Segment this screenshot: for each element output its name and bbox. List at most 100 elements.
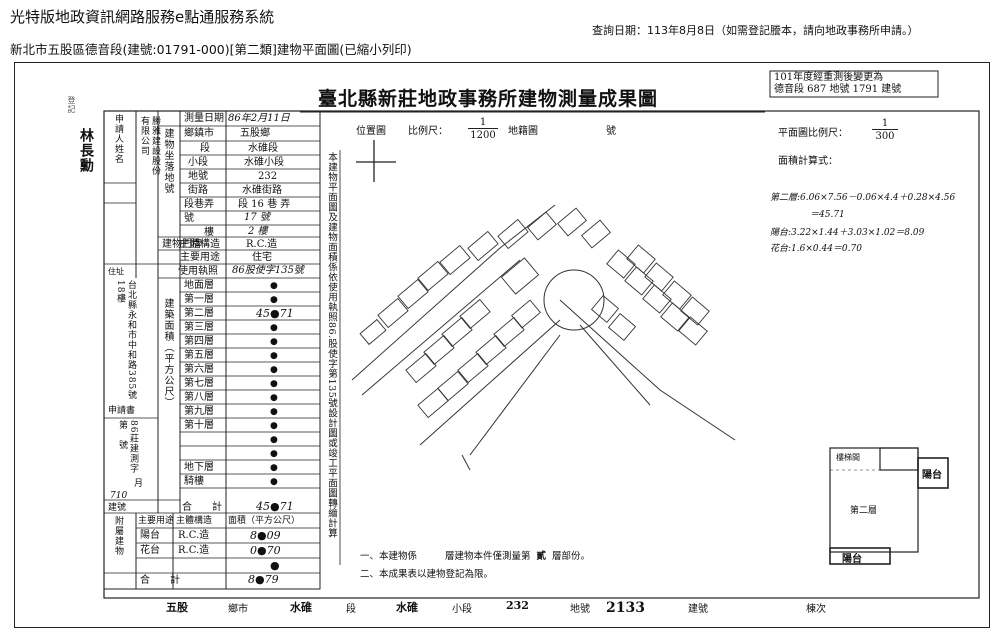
attached-usage: 陽台 xyxy=(140,530,160,541)
footer-landno-2: 2133 xyxy=(606,600,645,616)
total-value: 45●71 xyxy=(256,500,294,513)
floor-area-value: 45●71 xyxy=(256,307,294,320)
floor-plan-scale-num: 1 xyxy=(872,118,898,130)
attached-label: 附屬建物 xyxy=(113,516,123,556)
attached-header-area: 面積（平方公尺） xyxy=(228,516,301,526)
section-label: 段 xyxy=(200,143,210,154)
permit-value: 86股使字135號 xyxy=(232,265,304,276)
floor-area-value: ● xyxy=(270,281,278,291)
floor-name: 第一層 xyxy=(184,294,214,305)
township-value: 五股鄉 xyxy=(240,128,270,139)
attached-total-label: 合 計 xyxy=(140,575,180,586)
floor-name: 第二層 xyxy=(184,308,214,319)
attached-area: 8●09 xyxy=(250,529,281,542)
floor-name: 第十層 xyxy=(184,420,214,431)
fp-balcony-1: 陽台 xyxy=(922,470,942,481)
footer-build-label: 建號 xyxy=(688,604,708,615)
footer-subsection-label: 小段 xyxy=(452,604,472,615)
address-label: 住址 xyxy=(108,267,124,276)
total-label: 合 計 xyxy=(182,502,222,513)
number-label: 號 xyxy=(184,213,194,224)
floor-area-value: ● xyxy=(270,435,278,445)
street-label: 街路 xyxy=(188,185,208,196)
note-2: 二、本成果表以建物登記為限。 xyxy=(360,569,494,580)
floor-name: 第八層 xyxy=(184,392,214,403)
applicant-label: 申請人姓名 xyxy=(113,114,123,164)
landno-label: 地號 xyxy=(188,171,208,182)
fp-stairs-label: 樓梯間 xyxy=(836,453,860,462)
calc-line-3: 陽台:3.22×1.44＋3.03×1.02＝8.09 xyxy=(770,228,925,238)
floor-area-value: ● xyxy=(270,337,278,347)
note-1-d: 層部份。 xyxy=(552,551,591,562)
top-note-line2: 德音段 687 地號 1791 建號 xyxy=(774,84,902,95)
note-1-a: 一、本建物係 xyxy=(360,551,418,562)
floor-area-value: ● xyxy=(270,463,278,473)
survey-frame xyxy=(14,62,990,628)
floor-name: 第七層 xyxy=(184,378,214,389)
floor-area-value: ● xyxy=(270,323,278,333)
floor-name: 第四層 xyxy=(184,336,214,347)
side-stamp: 登記 xyxy=(67,96,76,114)
parcel-map-label: 地籍圖 xyxy=(508,126,538,137)
applicant-value: 勝雅建設股份有限公司 xyxy=(139,116,160,176)
query-date: 查詢日期：113年8月8日（如需登記謄本，請向地政事務所申請。） xyxy=(592,24,919,37)
usage-value: 住宅 xyxy=(252,252,272,263)
note-1-c: 貳 xyxy=(536,551,547,562)
floor-area-value: ● xyxy=(270,421,278,431)
floor-area-value: ● xyxy=(270,449,278,459)
vertical-note: 本建物平面圖及建物面積係依使用執照86.股使字第135號設計圖或竣工平面圖轉繪計… xyxy=(326,152,337,539)
floor-name: 地面層 xyxy=(184,280,214,291)
floor-name: 第六層 xyxy=(184,364,214,375)
subsection-value: 水碓小段 xyxy=(244,157,284,168)
floor-area-value: ● xyxy=(270,351,278,361)
floor-name: 第五層 xyxy=(184,350,214,361)
attached-header-struct: 主體構造 xyxy=(176,516,213,526)
survey-date-label: 測量日期 xyxy=(184,113,224,124)
side-name-label: 林長勳 xyxy=(78,128,94,173)
lane-value: 段 16 巷 弄 xyxy=(238,199,291,210)
build-no-label: 建號 xyxy=(108,503,127,513)
attached-area: ● xyxy=(270,559,280,572)
street-value: 水碓街路 xyxy=(242,185,282,196)
footer-unit-label: 棟次 xyxy=(806,604,826,615)
lane-label: 段巷弄 xyxy=(184,199,214,210)
structure-value: R.C.造 xyxy=(246,239,278,250)
note-1-b: 層建物本件僅測量第 xyxy=(445,551,531,562)
month-label: 月 xyxy=(134,479,144,489)
floor-label: 樓 xyxy=(204,227,214,238)
footer-section-label: 段 xyxy=(346,604,356,615)
location-scale-den: 1200 xyxy=(470,130,496,141)
area-group-label: 建築面積（平方公尺） xyxy=(162,298,173,408)
parcel-no-label: 號 xyxy=(606,126,616,137)
fp-floor-label: 第二層 xyxy=(850,506,878,516)
attached-total-value: 8●79 xyxy=(248,573,279,586)
note-1: 一、本建物係 層建物本件僅測量第貳層部份。 xyxy=(360,548,590,562)
app-no-label: 申請書 xyxy=(108,406,136,416)
footer-landno-value: 232 xyxy=(506,599,529,612)
building-land-label: 建物坐落地號 xyxy=(162,128,173,194)
township-label: 鄉鎮市 xyxy=(184,128,214,139)
attached-header-usage: 主要用途 xyxy=(138,516,175,526)
calc-line-4: 花台:1.6×0.44＝0.70 xyxy=(770,244,862,254)
floor-area-value: ● xyxy=(270,295,278,305)
attached-area: 0●70 xyxy=(250,544,281,557)
floor-area-value: ● xyxy=(270,379,278,389)
floor-plan-scale-label: 平面圖比例尺： xyxy=(778,128,848,139)
footer-landno-label: 地號 xyxy=(570,604,590,615)
floor-name: 騎樓 xyxy=(184,476,204,487)
location-map-label: 位置圖 xyxy=(356,126,386,137)
floor-plan-scale-den: 300 xyxy=(875,131,895,142)
survey-date-value: 86年2月11日 xyxy=(228,113,290,124)
landno-value: 232 xyxy=(258,171,278,182)
location-scale-num: 1 xyxy=(468,117,498,129)
floor-area-value: ● xyxy=(270,407,278,417)
address-value: 台北縣永和市中和路385號18樓 xyxy=(115,280,136,401)
floor-value: 2 樓 xyxy=(248,226,268,237)
structure-label: 主體構造 xyxy=(180,239,220,250)
footer-township-value: 五股 xyxy=(166,601,188,614)
floor-area-value: ● xyxy=(270,477,278,487)
floor-name: 第九層 xyxy=(184,406,214,417)
floor-name: 第三層 xyxy=(184,322,214,333)
section-value: 水碓段 xyxy=(248,143,278,154)
